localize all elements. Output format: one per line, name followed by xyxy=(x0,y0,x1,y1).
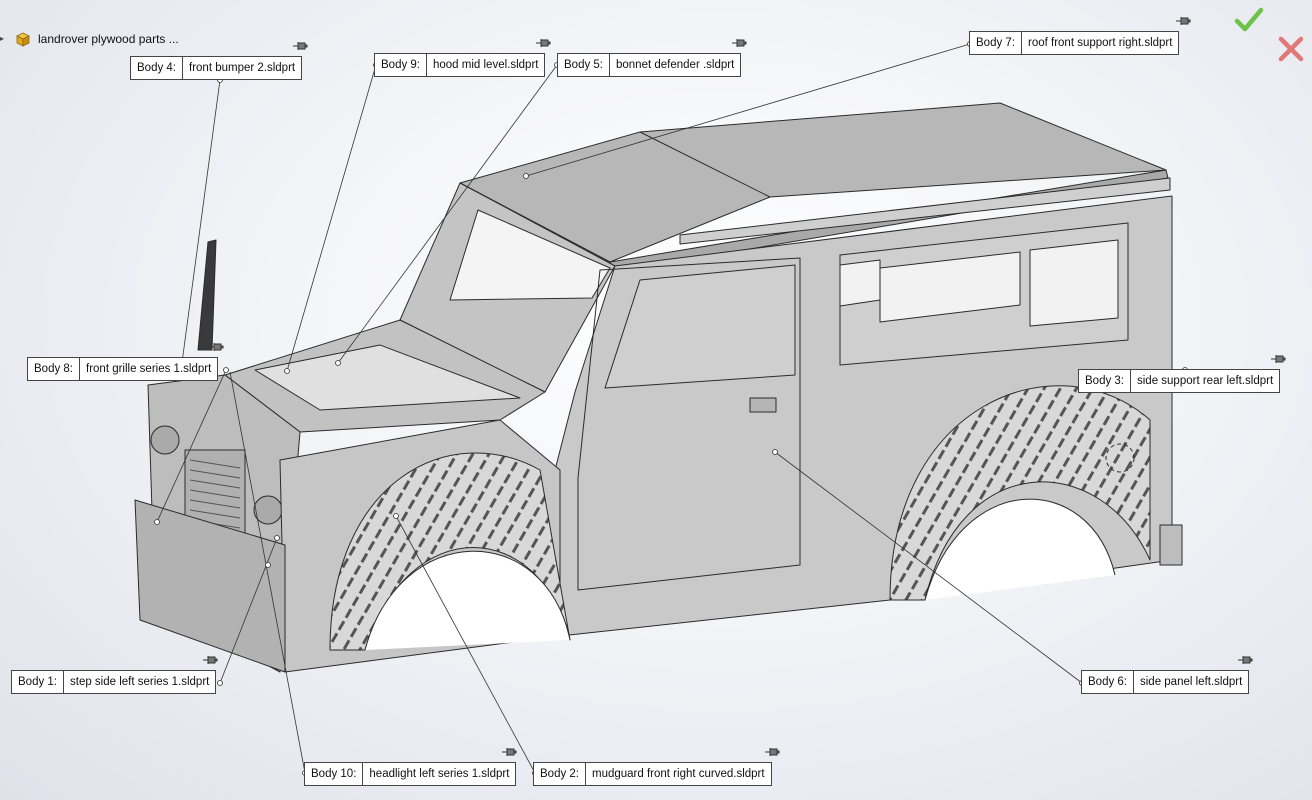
callout-body7[interactable]: Body 7: roof front support right.sldprt xyxy=(969,31,1180,55)
pin-icon[interactable] xyxy=(764,746,780,758)
callout-label: Body 7: xyxy=(970,32,1022,54)
callout-name: mudguard front right curved.sldprt xyxy=(592,768,765,780)
callout-name: front grille series 1.sldprt xyxy=(86,363,212,375)
callout-body2[interactable]: Body 2: mudguard front right curved.sldp… xyxy=(533,762,772,786)
pin-icon[interactable] xyxy=(1270,353,1286,365)
tree-expand-icon[interactable]: ▸ xyxy=(0,34,5,43)
feature-tree-root-label: landrover plywood parts ... xyxy=(38,32,179,46)
callout-name: hood mid level.sldprt xyxy=(433,59,539,71)
callout-body5[interactable]: Body 5: bonnet defender .sldprt xyxy=(557,53,742,77)
callout-label: Body 4: xyxy=(131,57,183,79)
callout-name: roof front support right.sldprt xyxy=(1028,37,1173,49)
callout-label: Body 6: xyxy=(1082,671,1134,693)
close-icon[interactable] xyxy=(1276,34,1306,64)
callout-body9[interactable]: Body 9: hood mid level.sldprt xyxy=(374,53,546,77)
callout-label: Body 8: xyxy=(28,358,80,380)
checkmark-icon[interactable] xyxy=(1234,5,1264,35)
pin-icon[interactable] xyxy=(1175,15,1191,27)
feature-tree-root[interactable]: landrover plywood parts ... xyxy=(14,29,179,49)
callout-name: bonnet defender .sldprt xyxy=(616,59,735,71)
callout-name: side support rear left.sldprt xyxy=(1137,375,1274,387)
pin-icon[interactable] xyxy=(202,654,218,666)
callout-body10[interactable]: Body 10: headlight left series 1.sldprt xyxy=(304,762,517,786)
callout-body4[interactable]: Body 4: front bumper 2.sldprt xyxy=(130,56,303,80)
callout-body6[interactable]: Body 6: side panel left.sldprt xyxy=(1081,670,1250,694)
callout-label: Body 10: xyxy=(305,763,364,785)
callout-name: headlight left series 1.sldprt xyxy=(369,768,510,780)
part-icon xyxy=(16,32,30,47)
callout-label: Body 9: xyxy=(375,54,427,76)
pin-icon[interactable] xyxy=(731,37,747,49)
callout-label: Body 2: xyxy=(534,763,586,785)
callout-name: step side left series 1.sldprt xyxy=(70,676,210,688)
callout-name: side panel left.sldprt xyxy=(1140,676,1243,688)
pin-icon[interactable] xyxy=(292,40,308,52)
callout-body1[interactable]: Body 1: step side left series 1.sldprt xyxy=(11,670,217,694)
callout-body8[interactable]: Body 8: front grille series 1.sldprt xyxy=(27,357,219,381)
callout-label: Body 3: xyxy=(1079,370,1131,392)
callout-body3[interactable]: Body 3: side support rear left.sldprt xyxy=(1078,369,1281,393)
callout-name: front bumper 2.sldprt xyxy=(189,62,296,74)
callout-label: Body 5: xyxy=(558,54,610,76)
pin-icon[interactable] xyxy=(1237,654,1253,666)
pin-icon[interactable] xyxy=(208,341,224,353)
pin-icon[interactable] xyxy=(501,746,517,758)
pin-icon[interactable] xyxy=(535,37,551,49)
callout-label: Body 1: xyxy=(12,671,64,693)
